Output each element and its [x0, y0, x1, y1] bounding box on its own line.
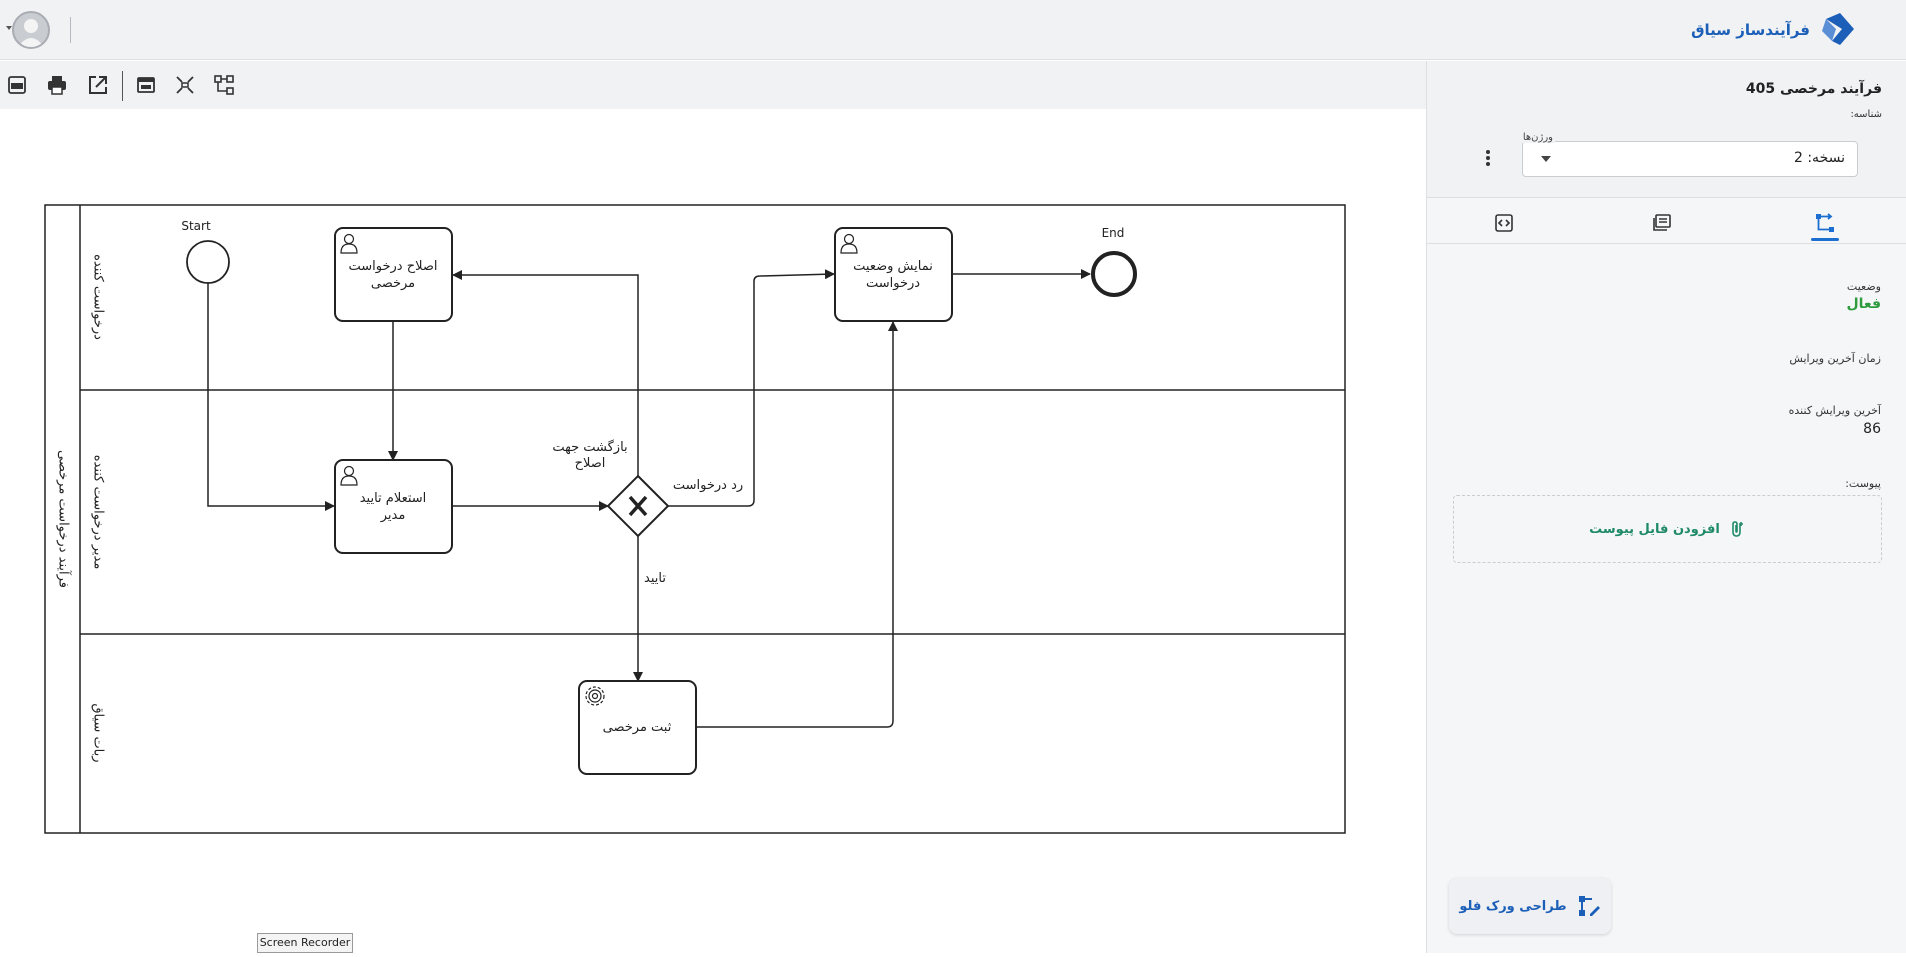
start-event[interactable] [186, 240, 230, 284]
avatar[interactable] [12, 11, 50, 49]
workflow-edit-icon [1578, 896, 1600, 916]
tab-flow[interactable] [1810, 208, 1840, 238]
export-xml-button[interactable] [3, 71, 31, 99]
toolbar-separator [122, 71, 123, 101]
task-manager-approval[interactable]: استعلام تایید مدیر [334, 459, 453, 554]
attachment-icon [1732, 521, 1743, 537]
versions-label: ورژن‌ها [1520, 132, 1555, 143]
print-button[interactable] [43, 71, 71, 99]
last-edit-time-label: زمان آخرین ویرایش [1789, 352, 1881, 365]
identifier-label: شناسه: [1850, 109, 1882, 120]
flow-label-reject: رد درخواست [673, 478, 743, 493]
flow-label-back-line1: بازگشت جهت [552, 439, 627, 455]
version-value: نسخه: 2 [1793, 150, 1845, 166]
flow-tree-icon [214, 75, 234, 95]
task-register-leave-label: ثبت مرخصی [603, 720, 672, 735]
exclusive-gateway[interactable] [606, 474, 670, 538]
tab-code[interactable] [1489, 208, 1519, 238]
print-icon [48, 76, 66, 95]
gateway-x-icon [628, 495, 648, 517]
task-manager-approval-line1: استعلام تایید [360, 491, 427, 506]
version-select[interactable]: نسخه: 2 [1522, 141, 1858, 177]
brand-logo-icon [1822, 13, 1854, 45]
last-editor-label: آخرین ویرایش کننده [1788, 404, 1881, 417]
task-fix-request-line1: اصلاح درخواست [348, 259, 437, 274]
task-fix-request-line2: مرخصی [371, 276, 415, 291]
flow-label-back-line2: اصلاح [575, 456, 606, 471]
properties-panel: فرآیند مرخصی 405 شناسه: نسخه: 2 ورژن‌ها [1426, 61, 1906, 953]
user-icon [18, 19, 44, 47]
active-tab-indicator [1811, 238, 1839, 241]
flow-icon [1816, 213, 1834, 232]
add-attachment-label: افزودن فایل پیوست [1589, 521, 1720, 537]
task-register-leave[interactable]: ثبت مرخصی [578, 680, 697, 775]
user-task-icon [840, 233, 858, 254]
status-value: فعال [1846, 296, 1881, 312]
last-editor-value: 86 [1863, 421, 1881, 437]
end-label: End [1102, 226, 1125, 240]
end-event[interactable] [1091, 251, 1137, 297]
more-options-icon[interactable] [1484, 149, 1492, 169]
tab-details[interactable] [1647, 208, 1677, 238]
task-manager-approval-line2: مدیر [380, 508, 406, 523]
pool-label: فرآیند درخواست مرخصی [56, 450, 73, 588]
flow-gateway-reject[interactable] [668, 269, 835, 507]
lane-label-robot: ربات سیاق [91, 703, 106, 762]
open-external-button[interactable] [84, 71, 112, 99]
attachment-label: پیوست: [1845, 477, 1881, 490]
task-show-status-line1: نمایش وضعیت [853, 259, 933, 274]
design-workflow-label: طراحی ورک فلو [1459, 898, 1567, 914]
flow-start-to-approval[interactable] [207, 262, 335, 511]
process-header: فرآیند مرخصی 405 شناسه: نسخه: 2 ورژن‌ها [1427, 61, 1906, 198]
lane-label-manager: مدیر درخواست کننده [91, 455, 106, 570]
avatar-dropdown-icon[interactable] [6, 26, 12, 30]
window-icon [137, 77, 155, 93]
external-link-icon [89, 76, 107, 94]
user-task-icon [340, 233, 358, 254]
flow-gateway-to-fix[interactable] [452, 270, 639, 476]
diagram-toolbar [0, 61, 1426, 109]
brand[interactable]: فرآیندساز سیاق [1691, 10, 1858, 50]
top-bar: فرآیندساز سیاق [0, 0, 1906, 60]
top-divider [70, 17, 71, 43]
fit-arrows-icon [176, 76, 194, 94]
panel-tabs [1427, 198, 1906, 244]
add-attachment-button[interactable]: افزودن فایل پیوست [1453, 495, 1882, 563]
task-show-status-line2: درخواست [866, 276, 920, 291]
task-fix-request[interactable]: اصلاح درخواست مرخصی [334, 227, 453, 322]
process-title: فرآیند مرخصی 405 [1745, 81, 1882, 97]
cards-icon [1653, 214, 1671, 231]
flow-label-approve: تایید [644, 571, 666, 586]
chevron-down-icon [1541, 156, 1551, 162]
design-workflow-button[interactable]: طراحی ورک فلو [1449, 878, 1611, 934]
diagram-canvas[interactable]: فرآیند درخواست مرخصی درخواست کننده مدیر … [0, 109, 1426, 953]
flow-register-to-status[interactable] [696, 321, 898, 728]
layout-button[interactable] [132, 71, 160, 99]
lane-label-requester: درخواست کننده [91, 254, 106, 340]
start-label: Start [181, 219, 211, 233]
code-icon [1495, 214, 1513, 232]
gear-icon [585, 686, 605, 706]
brand-name: فرآیندساز سیاق [1691, 21, 1810, 39]
bpmn-diagram: فرآیند درخواست مرخصی درخواست کننده مدیر … [44, 204, 1346, 834]
screen-recorder-label[interactable]: Screen Recorder [257, 933, 353, 953]
diagram-structure-button[interactable] [210, 71, 238, 99]
fit-view-button[interactable] [171, 71, 199, 99]
pool[interactable] [44, 204, 1346, 834]
task-show-status[interactable]: نمایش وضعیت درخواست [834, 227, 953, 322]
xml-file-icon [8, 76, 26, 94]
status-label: وضعیت [1846, 280, 1881, 293]
user-task-icon [340, 465, 358, 486]
